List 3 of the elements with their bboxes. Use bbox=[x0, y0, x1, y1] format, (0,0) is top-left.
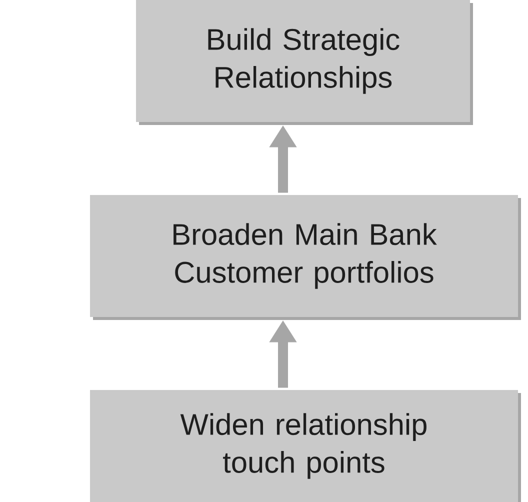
process-box: Widen relationship touch points bbox=[90, 390, 521, 502]
process-box: Build Strategic Relationships bbox=[136, 0, 473, 125]
process-box: Broaden Main Bank Customer portfolios bbox=[90, 195, 521, 320]
